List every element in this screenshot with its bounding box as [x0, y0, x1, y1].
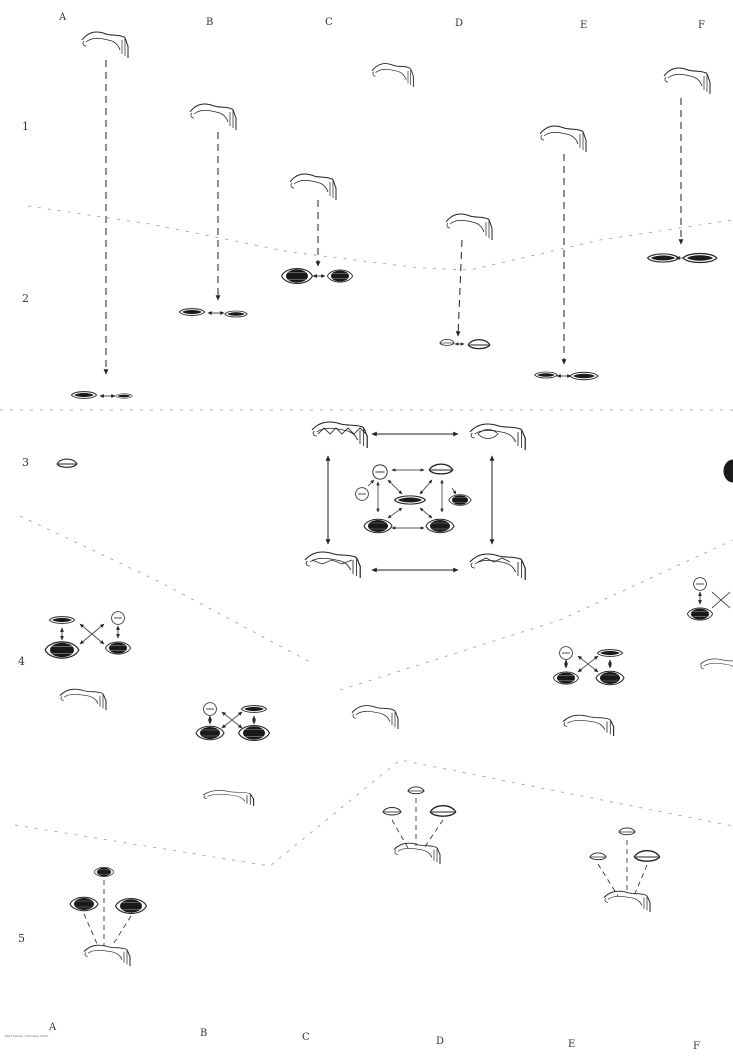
pair-2b [179, 309, 247, 317]
pair-2f [648, 254, 717, 263]
row4-groups [45, 578, 733, 806]
row1-profiles [82, 32, 710, 240]
fan-5a [70, 867, 146, 966]
profile-4c [352, 706, 398, 729]
pair-2d [440, 339, 490, 348]
profile-3-topright [470, 424, 525, 450]
group-4e [553, 647, 624, 736]
profile-3-bottomright [470, 554, 525, 580]
profile-3-topleft [312, 422, 367, 448]
pair-2a [71, 392, 132, 399]
fan-5e [590, 828, 660, 912]
boundary-row3-row4-left [20, 516, 310, 662]
row2-mouth-pairs [71, 254, 716, 399]
profile-1a [82, 32, 128, 58]
profile-1d [446, 214, 492, 240]
row1-arrows [106, 60, 681, 374]
lips-3a [57, 459, 77, 467]
arrow-1d [458, 240, 462, 336]
profile-1f [664, 68, 710, 94]
profile-3-bottomleft [305, 552, 360, 578]
profile-1c [290, 174, 336, 200]
row3-network [57, 422, 733, 580]
boundary-row3-row4-right [340, 540, 733, 690]
pair-2c [282, 269, 353, 284]
row5-fans [70, 787, 660, 966]
boundary-row1-row2 [28, 206, 733, 270]
profile-1e [540, 126, 586, 152]
profile-1c-top [372, 64, 413, 87]
pair-2e [535, 372, 598, 380]
profile-1b [190, 104, 236, 130]
fan-5d [383, 787, 456, 864]
boundary-row4-row5 [15, 760, 733, 866]
group-4a [45, 612, 130, 710]
group-4b [196, 703, 398, 806]
region-boundaries [0, 206, 733, 866]
group-4f [687, 578, 733, 677]
